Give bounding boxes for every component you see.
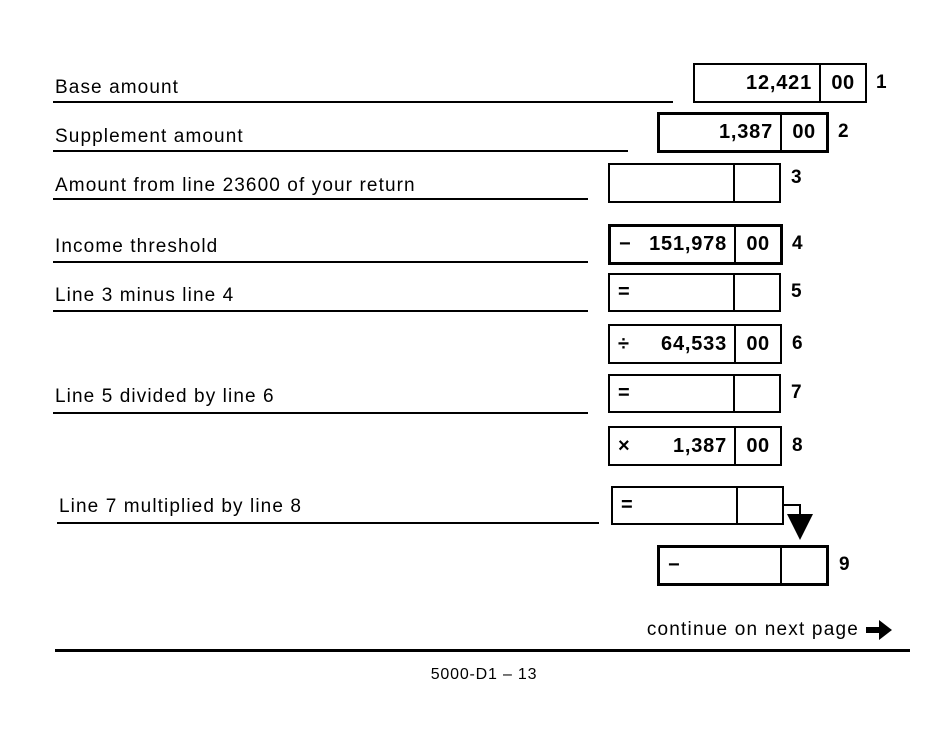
dollar-cell[interactable]: =	[610, 275, 733, 310]
down-arrow-icon	[787, 514, 813, 540]
cents-cell[interactable]	[736, 488, 782, 523]
minus-operator: −	[619, 233, 632, 255]
result-box-line7x8[interactable]: =	[611, 486, 784, 525]
label-underline	[53, 198, 588, 200]
label-underline	[53, 101, 673, 103]
amount-value: 12,421	[746, 71, 812, 94]
dollar-cell[interactable]	[610, 165, 733, 201]
cents-cell: 00	[734, 428, 780, 464]
row-label-base-amount: Base amount	[55, 77, 180, 98]
amount-box-line-3[interactable]	[608, 163, 781, 203]
amount-box-line-4: −151,978 00	[608, 224, 783, 265]
continue-text: continue on next page	[646, 619, 859, 640]
amount-box-line-6: ÷ 64,533 00	[608, 324, 782, 364]
bottom-rule	[55, 649, 910, 652]
amount-value: 1,387	[718, 121, 773, 143]
cents-cell: 00	[780, 115, 826, 150]
amount-box-line-2: 1,387 00	[657, 112, 829, 153]
line-number-9: 9	[839, 554, 850, 575]
dollar-cell: 12,421	[695, 65, 819, 101]
label-underline	[53, 412, 588, 414]
cents-cell[interactable]	[780, 548, 826, 583]
dollar-cell: −151,978	[611, 227, 734, 262]
amount-box-line-1: 12,421 00	[693, 63, 867, 103]
row-label-line5-divided-line6: Line 5 divided by line 6	[55, 386, 275, 407]
amount-box-line-8: × 1,387 00	[608, 426, 782, 466]
amount-box-line-9[interactable]: −	[657, 545, 829, 586]
line-number-2: 2	[838, 121, 849, 142]
cents-cell: 00	[734, 326, 780, 362]
cents-cell: 00	[819, 65, 865, 101]
row-label-line-23600: Amount from line 23600 of your return	[55, 175, 416, 196]
equals-operator: =	[618, 382, 631, 404]
row-label-supplement-amount: Supplement amount	[55, 126, 244, 147]
connector-vertical	[799, 504, 801, 516]
amount-value: 151,978	[649, 233, 727, 255]
cents-cell[interactable]	[733, 165, 779, 201]
amount-value: 64,533	[661, 332, 727, 355]
dollar-cell: × 1,387	[610, 428, 734, 464]
line-number-3: 3	[791, 167, 802, 188]
minus-operator: −	[668, 554, 681, 576]
cents-cell: 00	[734, 227, 780, 262]
line-number-4: 4	[792, 233, 803, 254]
equals-operator: =	[621, 494, 634, 516]
dollar-cell: 1,387	[660, 115, 780, 150]
multiply-operator: ×	[618, 434, 631, 457]
line-number-5: 5	[791, 281, 802, 302]
dollar-cell[interactable]: =	[610, 376, 733, 411]
cents-cell[interactable]	[733, 275, 779, 310]
page-code: 5000-D1 – 13	[430, 666, 538, 683]
amount-box-line-7[interactable]: =	[608, 374, 781, 413]
divide-operator: ÷	[618, 332, 630, 355]
label-underline	[53, 150, 628, 152]
row-label-line3-minus-line4: Line 3 minus line 4	[55, 285, 235, 306]
line-number-6: 6	[792, 333, 803, 354]
dollar-cell: ÷ 64,533	[610, 326, 734, 362]
label-underline	[53, 261, 588, 263]
line-number-1: 1	[876, 72, 887, 93]
row-label-line7-multiplied-line8: Line 7 multiplied by line 8	[59, 496, 303, 517]
continue-note: continue on next page	[647, 619, 893, 641]
connector-horizontal	[784, 504, 801, 506]
label-underline	[53, 310, 588, 312]
right-arrow-icon	[865, 620, 893, 640]
row-label-income-threshold: Income threshold	[55, 236, 219, 257]
amount-value: 1,387	[672, 434, 727, 457]
equals-operator: =	[618, 281, 631, 303]
dollar-cell[interactable]: −	[660, 548, 780, 583]
amount-box-line-5[interactable]: =	[608, 273, 781, 312]
cents-cell[interactable]	[733, 376, 779, 411]
line-number-8: 8	[792, 435, 803, 456]
dollar-cell[interactable]: =	[613, 488, 736, 523]
label-underline	[57, 522, 599, 524]
line-number-7: 7	[791, 382, 802, 403]
